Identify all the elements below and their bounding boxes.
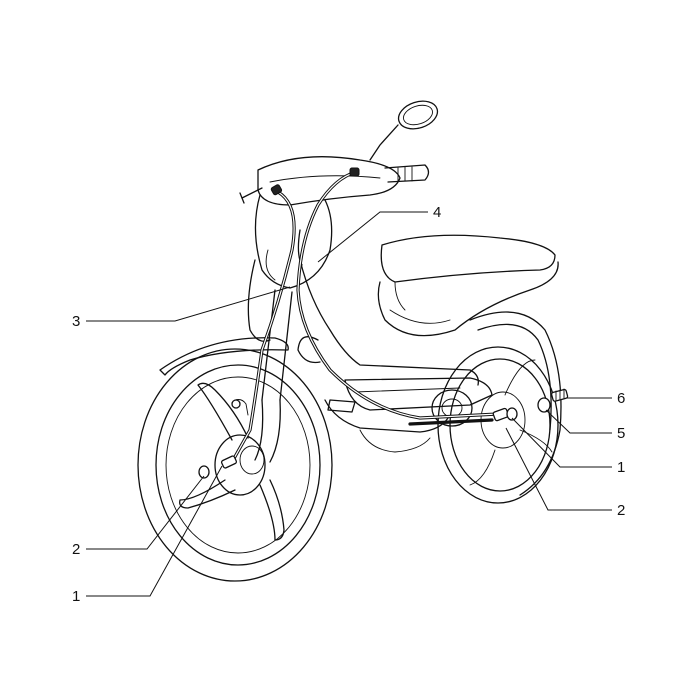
seat — [377, 234, 559, 337]
callout-part-5: 5 — [617, 425, 625, 442]
callout-front-2: 2 — [72, 541, 80, 558]
rear-wheel — [437, 311, 562, 504]
callout-rear-1: 1 — [617, 459, 625, 476]
front-wheel — [137, 348, 333, 582]
callout-rear-2: 2 — [617, 502, 625, 519]
brake-cables — [230, 170, 500, 464]
callout-cable-4: 4 — [433, 204, 441, 221]
handlebar — [239, 100, 439, 206]
frame-body — [297, 259, 493, 453]
cable-ends — [198, 167, 569, 479]
front-fork — [159, 289, 293, 463]
callout-front-1: 1 — [72, 588, 80, 605]
callout-part-6: 6 — [617, 390, 625, 407]
leg-shield — [247, 194, 333, 342]
leader-lines — [86, 211, 612, 597]
callout-cable-3: 3 — [72, 313, 80, 330]
